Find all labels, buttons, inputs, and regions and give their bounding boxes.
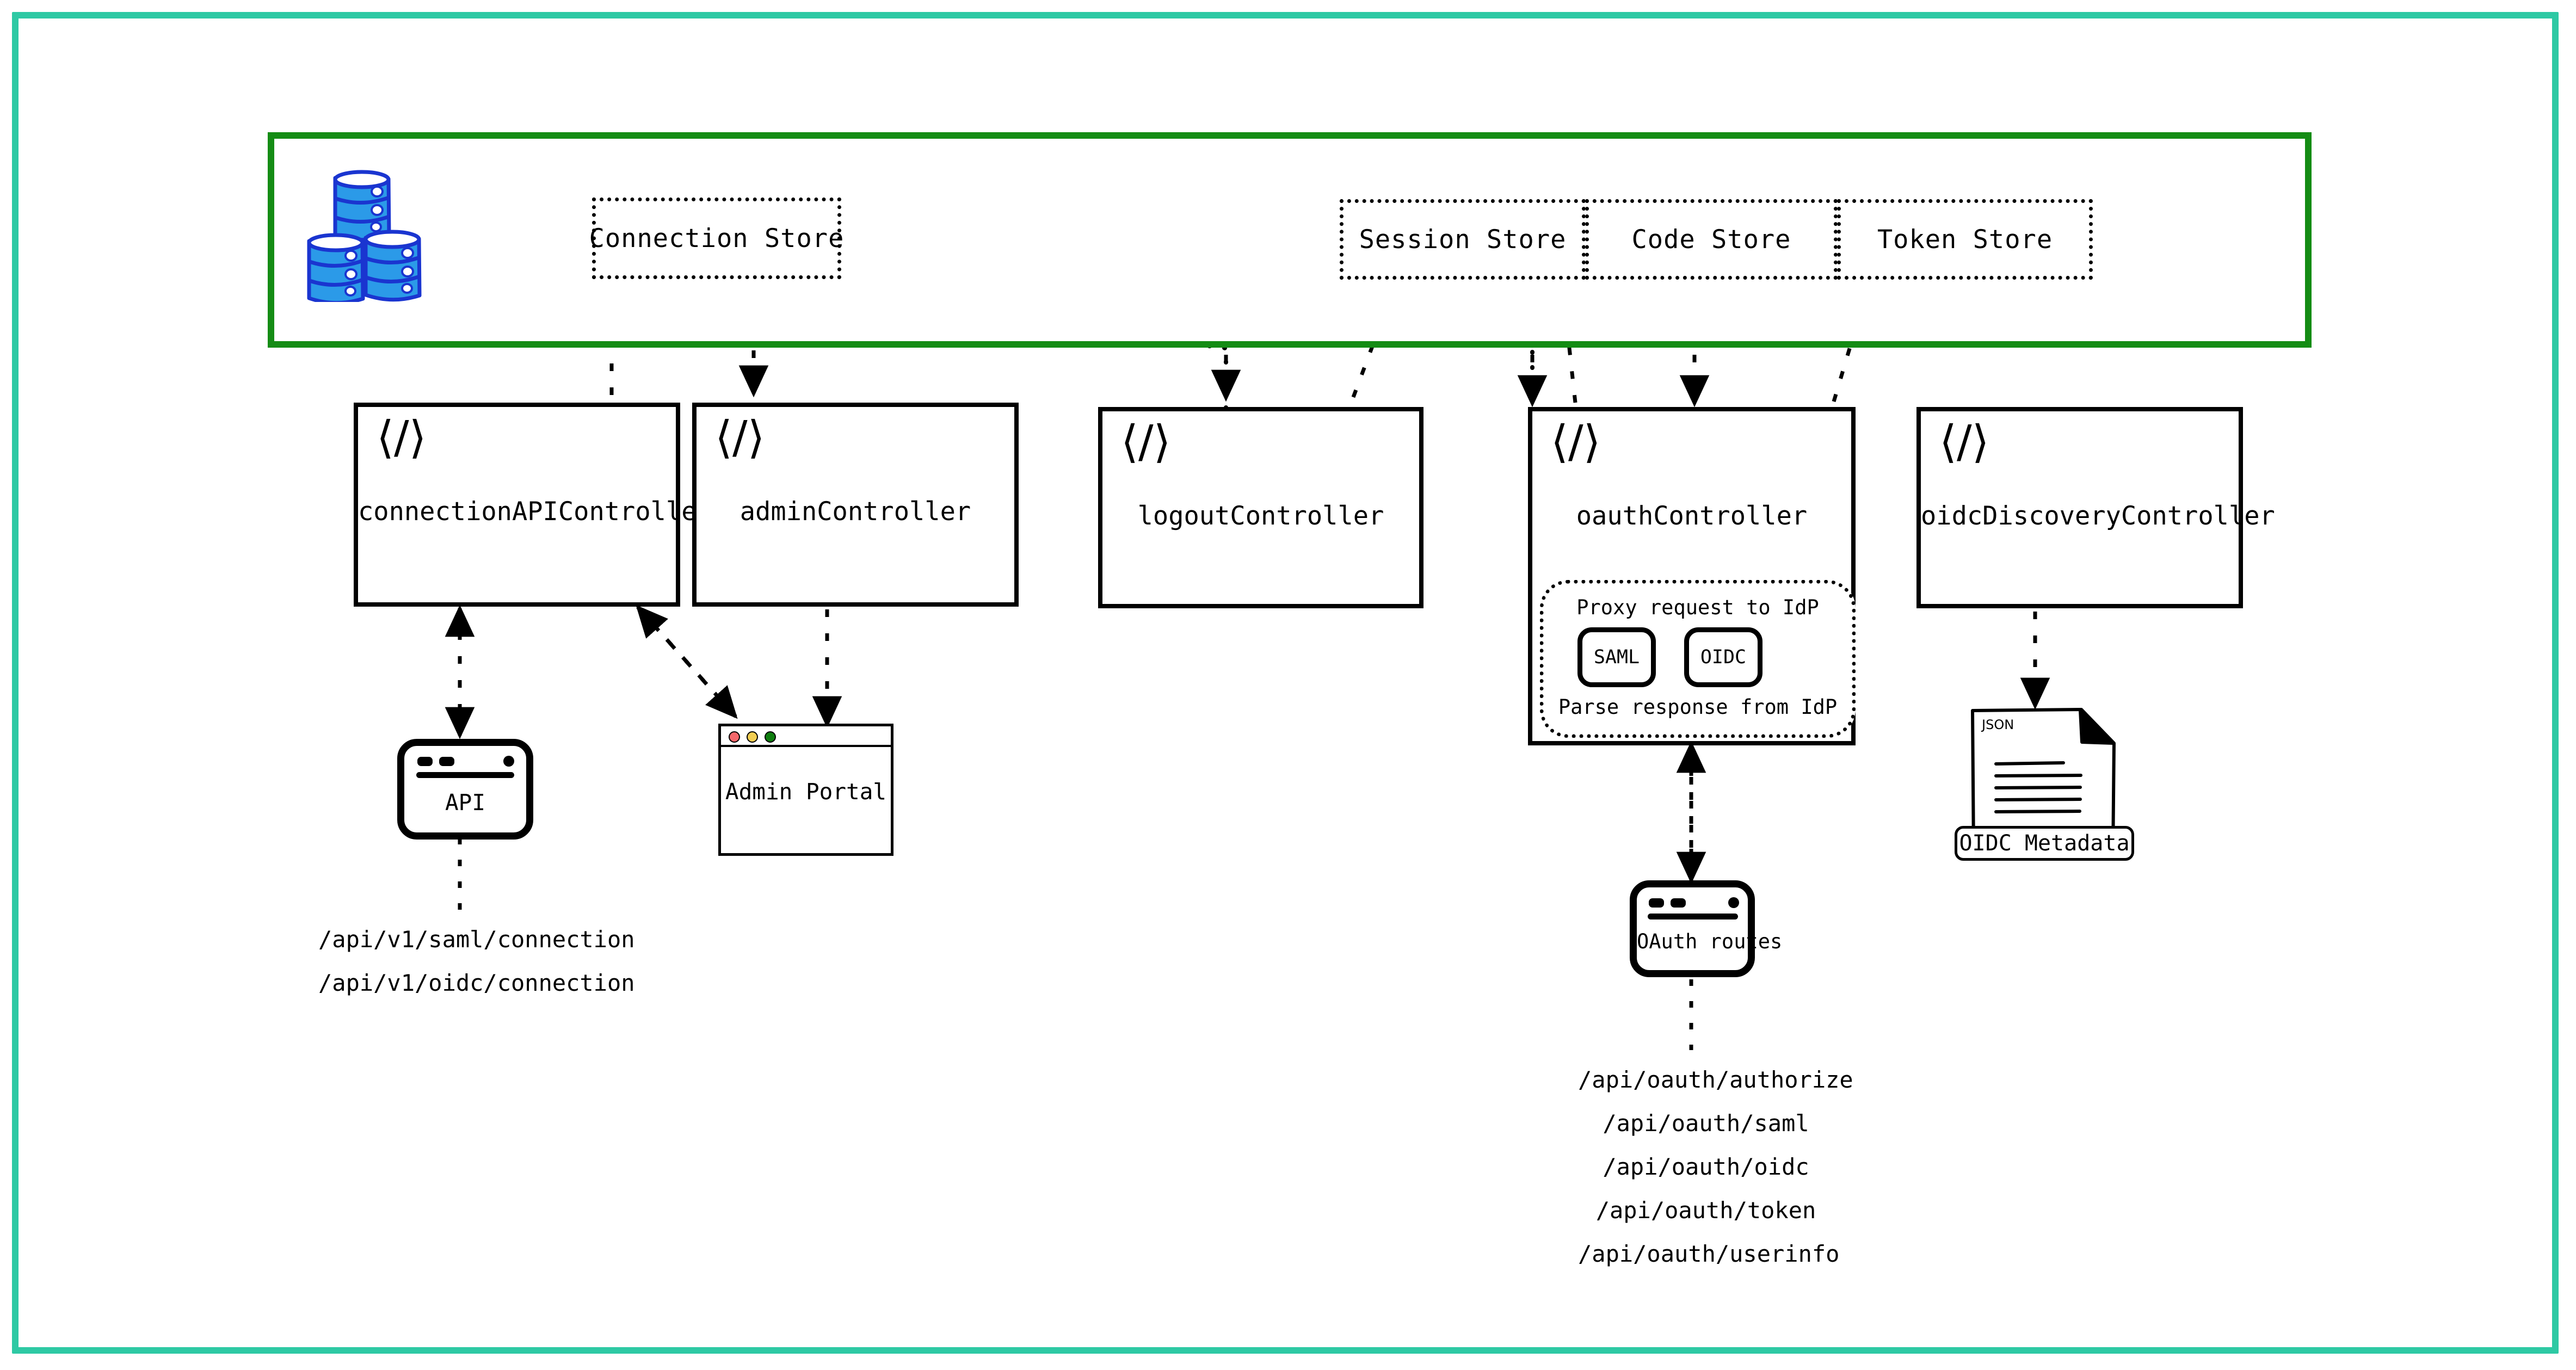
route-item: /api/oauth/oidc bbox=[1603, 1153, 1809, 1180]
outer-frame-border bbox=[12, 12, 2559, 1354]
connection-route-list: /api/v1/saml/connection /api/v1/oidc/con… bbox=[318, 918, 635, 1005]
controller-label: connectionAPIController bbox=[358, 497, 712, 527]
controller-label: oauthController bbox=[1576, 501, 1808, 531]
code-tag-icon: ⟨/⟩ bbox=[715, 412, 765, 464]
traffic-light-yellow-icon bbox=[747, 731, 758, 743]
store-label: Code Store bbox=[1631, 224, 1791, 255]
protocol-button-oidc[interactable]: OIDC bbox=[1684, 627, 1762, 687]
window-titlebar bbox=[721, 726, 891, 747]
controller-admin-controller[interactable]: ⟨/⟩ adminController bbox=[692, 403, 1019, 607]
store-code-store[interactable]: Code Store bbox=[1585, 199, 1838, 280]
window-dot-icon bbox=[1728, 897, 1739, 908]
store-connection-store[interactable]: Connection Store bbox=[589, 198, 843, 279]
json-tag-label: JSON bbox=[1981, 717, 2014, 732]
parse-response-label: Parse response from IdP bbox=[1558, 695, 1838, 719]
controller-oidc-discovery-controller[interactable]: ⟨/⟩ oidcDiscoveryController bbox=[1916, 407, 2275, 608]
code-tag-icon: ⟨/⟩ bbox=[377, 412, 427, 464]
client-node-admin-portal[interactable]: Admin Portal bbox=[718, 724, 893, 856]
route-item: /api/oauth/saml bbox=[1603, 1110, 1809, 1137]
window-dot-icon bbox=[503, 756, 514, 767]
proxy-request-label: Proxy request to IdP bbox=[1576, 596, 1819, 619]
client-node-api[interactable]: API bbox=[397, 739, 533, 840]
window-rule bbox=[1648, 914, 1738, 919]
route-item: /api/v1/saml/connection bbox=[318, 926, 635, 953]
route-item: /api/oauth/authorize bbox=[1578, 1066, 1853, 1093]
code-tag-icon: ⟨/⟩ bbox=[1121, 416, 1171, 468]
code-tag-icon: ⟨/⟩ bbox=[1551, 416, 1601, 468]
window-dot-icon bbox=[417, 757, 433, 766]
route-item: /api/oauth/userinfo bbox=[1578, 1241, 1840, 1267]
window-dot-icon bbox=[439, 757, 454, 766]
store-label: Connection Store bbox=[589, 223, 845, 254]
protocol-button-saml[interactable]: SAML bbox=[1577, 627, 1656, 687]
store-label: Token Store bbox=[1877, 224, 2053, 255]
window-rule bbox=[416, 772, 514, 778]
client-label: API bbox=[445, 789, 486, 816]
client-label: OAuth routes bbox=[1637, 930, 1783, 953]
client-node-oauth-routes[interactable]: OAuth routes bbox=[1630, 880, 1783, 977]
controller-label: oidcDiscoveryController bbox=[1921, 501, 2275, 531]
controller-label: adminController bbox=[739, 497, 971, 527]
window-dot-icon bbox=[1649, 898, 1664, 908]
database-cylinders-icon bbox=[307, 170, 422, 302]
controller-logout-controller[interactable]: ⟨/⟩ logoutController bbox=[1098, 407, 1423, 608]
traffic-light-red-icon bbox=[729, 731, 740, 743]
store-token-store[interactable]: Token Store bbox=[1837, 199, 2093, 280]
store-label: Session Store bbox=[1359, 224, 1567, 255]
code-tag-icon: ⟨/⟩ bbox=[1939, 416, 1989, 468]
controller-label: logoutController bbox=[1137, 501, 1384, 531]
client-node-oidc-metadata[interactable]: OIDC Metadata bbox=[1955, 826, 2134, 861]
controller-connection-api-controller[interactable]: ⟨/⟩ connectionAPIController bbox=[354, 403, 712, 607]
route-item: /api/v1/oidc/connection bbox=[318, 970, 635, 996]
idp-proxy-zone: Proxy request to IdP SAML OIDC Parse res… bbox=[1540, 580, 1856, 738]
route-item: /api/oauth/token bbox=[1595, 1197, 1816, 1224]
store-session-store[interactable]: Session Store bbox=[1340, 199, 1586, 280]
traffic-light-green-icon bbox=[765, 731, 776, 743]
window-dot-icon bbox=[1671, 898, 1686, 908]
client-label: Admin Portal bbox=[725, 779, 887, 805]
oauth-route-list: /api/oauth/authorize /api/oauth/saml /ap… bbox=[1578, 1058, 1853, 1276]
